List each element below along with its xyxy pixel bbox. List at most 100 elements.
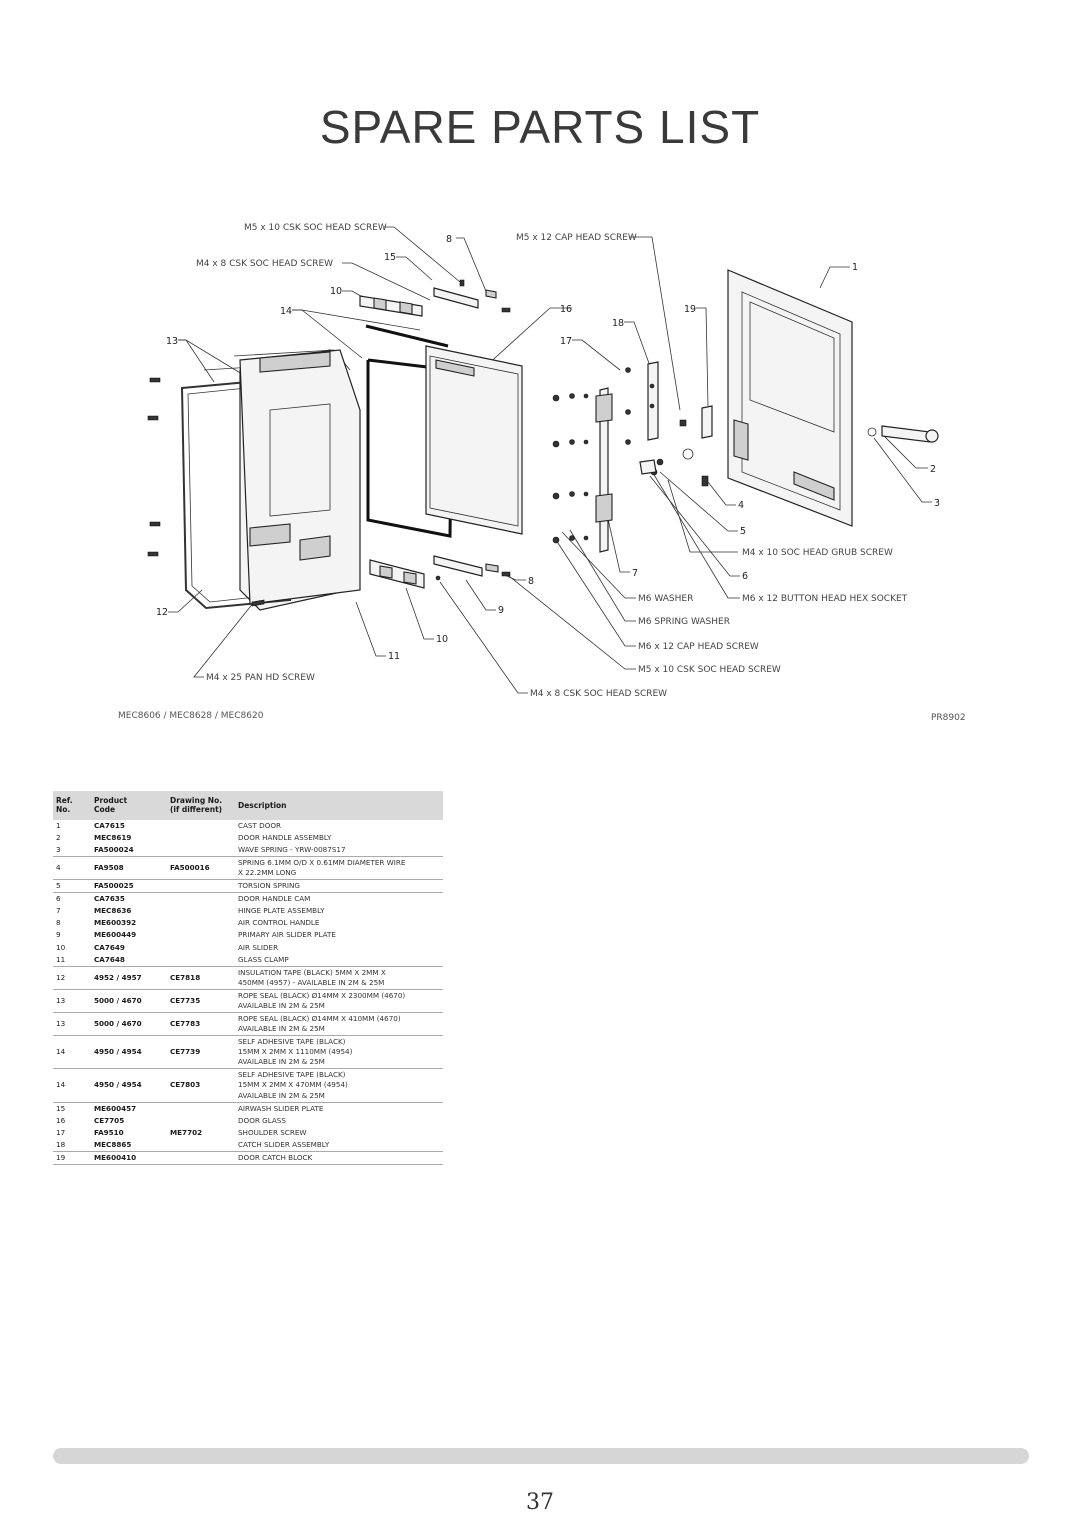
cell-ref: 10 — [56, 942, 66, 952]
cast-door — [727, 269, 853, 527]
door-glass — [425, 345, 523, 535]
num-18: 18 — [612, 318, 624, 329]
cell-product-code: CE7705 — [94, 1115, 125, 1125]
callout-m6-cap: M6 x 12 CAP HEAD SCREW — [638, 642, 759, 652]
callout-m5-12-cap: M5 x 12 CAP HEAD SCREW — [516, 233, 637, 243]
cell-description: AIR SLIDER — [238, 942, 279, 952]
cell-drawing-no — [167, 843, 235, 857]
footer-bar — [53, 1448, 1029, 1464]
cell-description: ROPE SEAL (BLACK) Ø14MM X 410MM (4670) A… — [235, 1012, 443, 1037]
exploded-view-drawing: M5 x 10 CSK SOC HEAD SCREW M4 x 8 CSK SO… — [147, 223, 940, 699]
cell-ref: 9 — [56, 930, 61, 940]
seal-tape-top — [365, 324, 449, 348]
cell-ref: 14 — [53, 1068, 91, 1103]
cell-description: SPRING 6.1MM O/D X 0.61MM DIAMETER WIRE … — [235, 856, 443, 881]
cell-product-code: ME600449 — [94, 930, 137, 940]
cell-product-code: CA7648 — [91, 953, 167, 967]
catch-slider — [625, 361, 659, 445]
num-8-top: 8 — [446, 234, 452, 245]
page-title: SPARE PARTS LIST — [319, 101, 761, 153]
cell-description: DOOR HANDLE CAM — [238, 894, 311, 904]
cell-description: GLASS CLAMP — [235, 953, 443, 967]
primary-air-slider — [369, 555, 511, 589]
cell-ref: 13 — [53, 1012, 91, 1037]
screws-left — [147, 377, 265, 607]
cell-product-code: CA7615 — [94, 820, 125, 830]
cell-description: PRIMARY AIR SLIDER PLATE — [238, 930, 336, 940]
cell-drawing-no: CE7818 — [167, 966, 235, 990]
table-row: 9 ME600449 PRIMARY AIR SLIDER PLATE — [53, 929, 443, 941]
num-10-bottom: 10 — [436, 634, 448, 645]
table-header: Ref. No. Product Code Drawing No. (if di… — [53, 791, 443, 820]
cell-drawing-no — [167, 1115, 235, 1127]
door-back-plate — [239, 349, 361, 605]
cell-product-code: 5000 / 4670 — [91, 989, 167, 1014]
cell-drawing-no: FA500016 — [167, 856, 235, 881]
hinge-plate — [552, 387, 613, 553]
cell-description: CATCH SLIDER ASSEMBLY — [235, 1138, 443, 1152]
cell-drawing-no — [167, 1138, 235, 1152]
cell-drawing-no — [167, 1151, 235, 1166]
cell-product-code: ME600392 — [94, 918, 137, 928]
cell-drawing-no — [167, 893, 235, 906]
exploded-parts-diagram: M5 x 10 CSK SOC HEAD SCREW M4 x 8 CSK SO… — [130, 210, 950, 720]
cell-drawing-no: CE7735 — [167, 989, 235, 1014]
num-14: 14 — [280, 306, 292, 317]
num-19: 19 — [684, 304, 696, 315]
cell-ref: 1 — [56, 820, 61, 830]
callout-m6-washer: M6 WASHER — [638, 594, 693, 604]
cell-product-code: FA500025 — [91, 879, 167, 894]
cell-description: SELF ADHESIVE TAPE (BLACK) 15MM X 2MM X … — [235, 1068, 443, 1103]
cell-description: DOOR CATCH BLOCK — [235, 1151, 443, 1166]
cell-product-code: 4950 / 4954 — [91, 1035, 167, 1070]
door-catch-block — [679, 405, 713, 460]
cell-product-code: MEC8619 — [94, 832, 132, 842]
cell-product-code: 5000 / 4670 — [91, 1012, 167, 1037]
cell-ref: 6 — [56, 894, 61, 904]
col-ref: Ref. No. — [53, 791, 91, 820]
cell-drawing-no — [167, 1102, 235, 1115]
airwash-slider-top — [359, 279, 511, 317]
cell-drawing-no: CE7783 — [167, 1012, 235, 1037]
cell-drawing-no — [167, 942, 235, 954]
cell-product-code: CA7635 — [94, 894, 125, 904]
table-row: 6 CA7635 DOOR HANDLE CAM — [53, 893, 443, 906]
cell-ref: 17 — [56, 1127, 66, 1137]
cell-drawing-no: CE7803 — [167, 1068, 235, 1103]
cell-ref: 12 — [53, 966, 91, 990]
cell-ref: 2 — [56, 832, 61, 842]
cell-product-code: FA9508 — [91, 856, 167, 881]
cell-ref: 8 — [56, 918, 61, 928]
cell-description: AIRWASH SLIDER PLATE — [238, 1103, 324, 1113]
cell-ref: 15 — [56, 1103, 66, 1113]
cell-drawing-no — [167, 929, 235, 941]
num-17: 17 — [560, 336, 572, 347]
cell-description: AIR CONTROL HANDLE — [238, 918, 320, 928]
drawing-reference: PR8902 — [931, 713, 966, 723]
col-product-code: Product Code — [91, 791, 167, 820]
callout-m5-10-csk-top: M5 x 10 CSK SOC HEAD SCREW — [244, 223, 387, 233]
cell-description: DOOR GLASS — [238, 1115, 286, 1125]
cell-ref: 4 — [53, 856, 91, 881]
cell-product-code: ME600410 — [91, 1151, 167, 1166]
num-7: 7 — [632, 568, 638, 579]
cell-ref: 3 — [53, 843, 91, 857]
cell-product-code: MEC8636 — [94, 906, 132, 916]
cell-product-code: FA500024 — [91, 843, 167, 857]
num-3: 3 — [934, 498, 940, 509]
num-13: 13 — [166, 336, 178, 347]
cell-product-code: 4950 / 4954 — [91, 1068, 167, 1103]
num-12: 12 — [156, 607, 168, 618]
cell-description: TORSION SPRING — [235, 879, 443, 894]
